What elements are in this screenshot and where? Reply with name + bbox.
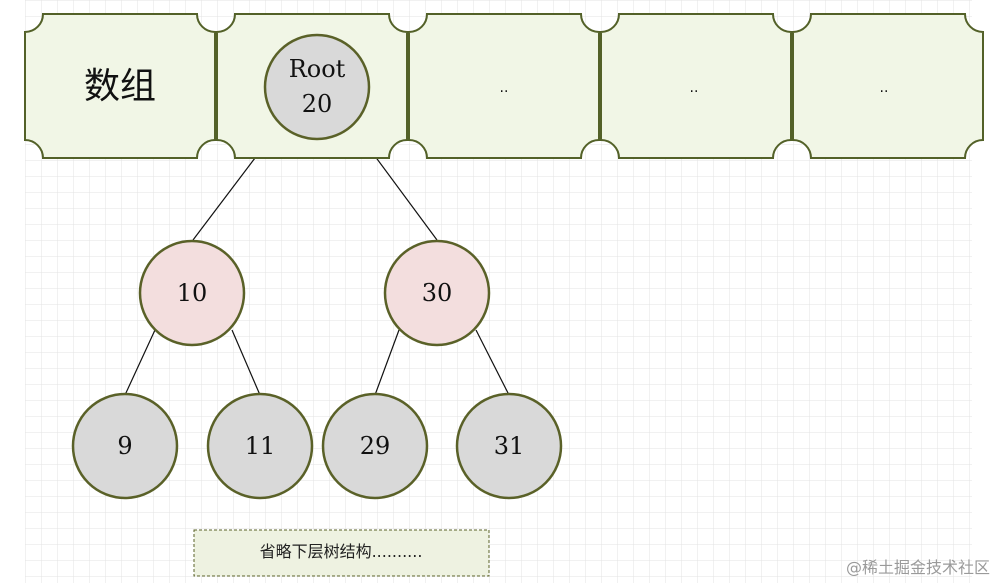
node-30-value: 30 (422, 279, 453, 307)
tree-node-10: 10 (138, 239, 246, 347)
array-cell-2-text: .. (500, 80, 509, 96)
tree-node-31: 31 (455, 392, 563, 500)
edge-30-to-29 (374, 329, 400, 396)
omitted-note-text: 省略下层树结构.......... (260, 542, 423, 561)
node-31-value: 31 (494, 432, 525, 460)
array-cell-0 (24, 13, 216, 159)
watermark: @稀土掘金技术社区 (846, 558, 990, 577)
edge-10-to-9 (124, 329, 156, 396)
tree-node-root: Root 20 (263, 33, 371, 141)
node-31-circle (455, 392, 563, 500)
root-node-label: Root (289, 55, 346, 83)
array-cell-4 (792, 13, 984, 159)
node-29-circle (321, 392, 429, 500)
root-node-value: 20 (302, 90, 333, 118)
array-cell-2 (408, 13, 600, 159)
array-cells: 数组 .. .. .. (24, 13, 984, 159)
array-label: 数组 (84, 66, 156, 107)
omitted-note-box (193, 529, 490, 577)
omitted-note: 省略下层树结构.......... (193, 529, 490, 577)
tree-node-11: 11 (206, 392, 314, 500)
array-cell-3-text: .. (690, 80, 699, 96)
node-10-value: 10 (177, 279, 208, 307)
root-node-circle (263, 33, 371, 141)
node-11-value: 11 (245, 432, 276, 460)
array-cell-4-text: .. (880, 80, 889, 96)
node-10-circle (138, 239, 246, 347)
edge-10-to-11 (231, 329, 261, 396)
node-11-circle (206, 392, 314, 500)
node-30-circle (383, 239, 491, 347)
node-29-value: 29 (360, 432, 391, 460)
tree-node-30: 30 (383, 239, 491, 347)
node-9-circle (71, 392, 179, 500)
node-9-value: 9 (117, 432, 132, 460)
tree-node-9: 9 (71, 392, 179, 500)
edge-30-to-31 (475, 329, 510, 396)
array-cell-3 (600, 13, 792, 159)
tree-node-29: 29 (321, 392, 429, 500)
